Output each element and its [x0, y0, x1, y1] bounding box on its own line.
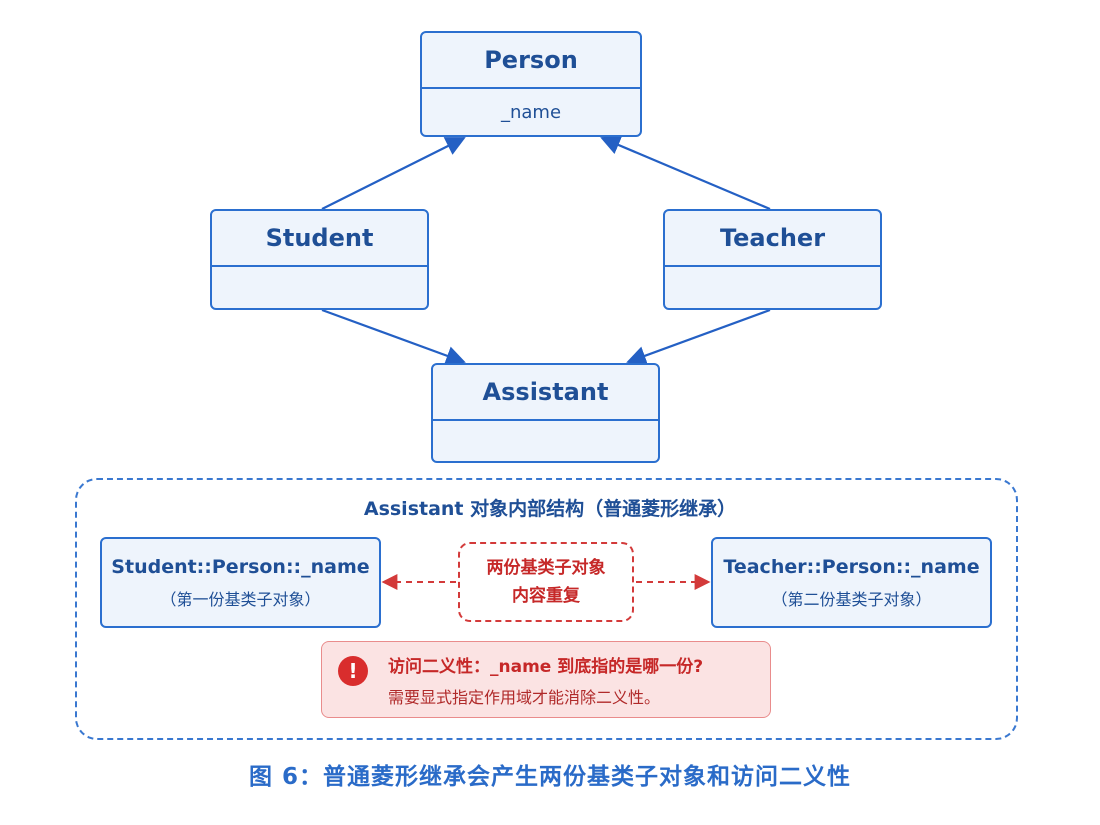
teacher-to-assistant-arrow	[626, 308, 771, 366]
teacher-class: Teacher	[663, 209, 882, 310]
student-class: Student	[210, 209, 429, 310]
exclamation-icon: !	[338, 656, 368, 686]
teacher-subobject-note: （第二份基类子对象）	[771, 589, 932, 609]
teacher-subobject: Teacher::Person::_name （第二份基类子对象）	[711, 537, 992, 628]
warning-line2: 需要显式指定作用域才能消除二义性。	[388, 688, 661, 707]
teacher-class-name: Teacher	[665, 211, 880, 267]
teacher-subobject-name: Teacher::Person::_name	[723, 555, 980, 578]
internal-structure-region	[75, 478, 1018, 740]
student-class-name: Student	[212, 211, 427, 267]
warning-line1: 访问二义性：_name 到底指的是哪一份?	[388, 657, 704, 677]
student-to-assistant-arrow	[321, 308, 466, 366]
duplicate-note-line1: 两份基类子对象	[486, 558, 606, 578]
student-to-person-arrow	[321, 137, 466, 210]
person-class-name: Person	[422, 33, 640, 89]
student-subobject-note: （第一份基类子对象）	[160, 589, 321, 609]
duplicate-note: 两份基类子对象 内容重复	[458, 542, 634, 622]
duplicate-note-line2: 内容重复	[512, 586, 580, 606]
assistant-class-name: Assistant	[433, 365, 658, 421]
assistant-class: Assistant	[431, 363, 660, 463]
student-subobject-name: Student::Person::_name	[111, 555, 370, 578]
teacher-to-person-arrow	[600, 135, 771, 211]
person-attribute: _name	[500, 101, 562, 123]
ambiguity-warning: ! 访问二义性：_name 到底指的是哪一份? 需要显式指定作用域才能消除二义性…	[321, 641, 771, 718]
student-subobject: Student::Person::_name （第一份基类子对象）	[100, 537, 381, 628]
internal-structure-title: Assistant 对象内部结构（普通菱形继承）	[363, 498, 737, 520]
person-class: Person _name	[420, 31, 642, 137]
figure-caption: 图 6：普通菱形继承会产生两份基类子对象和访问二义性	[248, 764, 851, 790]
